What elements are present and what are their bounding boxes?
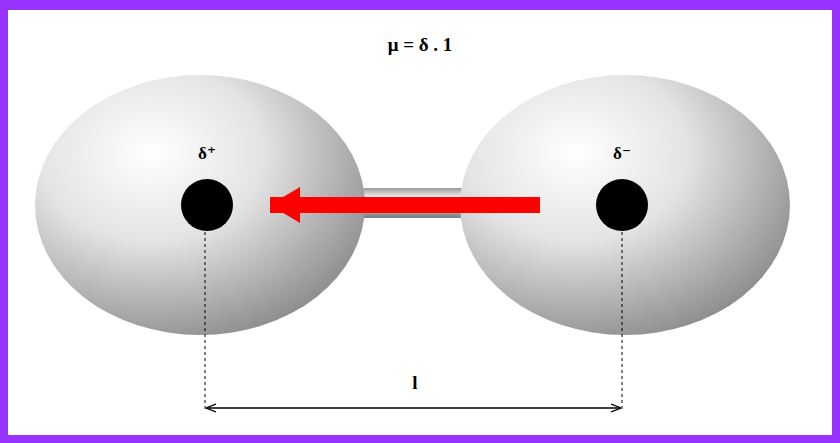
dimension-line — [622, 226, 623, 412]
formula-title: μ = δ . 1 — [0, 34, 840, 56]
charge-label: δ⁻ — [613, 143, 631, 164]
dipole-arrow — [270, 197, 540, 213]
distance-label: l — [409, 372, 420, 394]
nucleus-dot — [596, 179, 648, 231]
atom-node: δ⁻ — [460, 75, 790, 335]
dimension-line — [205, 226, 206, 412]
nucleus-dot — [181, 179, 233, 231]
white-ground — [8, 10, 832, 435]
charge-label: δ⁺ — [198, 143, 216, 164]
dimension-arrow — [206, 407, 621, 408]
atom-node: δ⁺ — [35, 75, 365, 335]
